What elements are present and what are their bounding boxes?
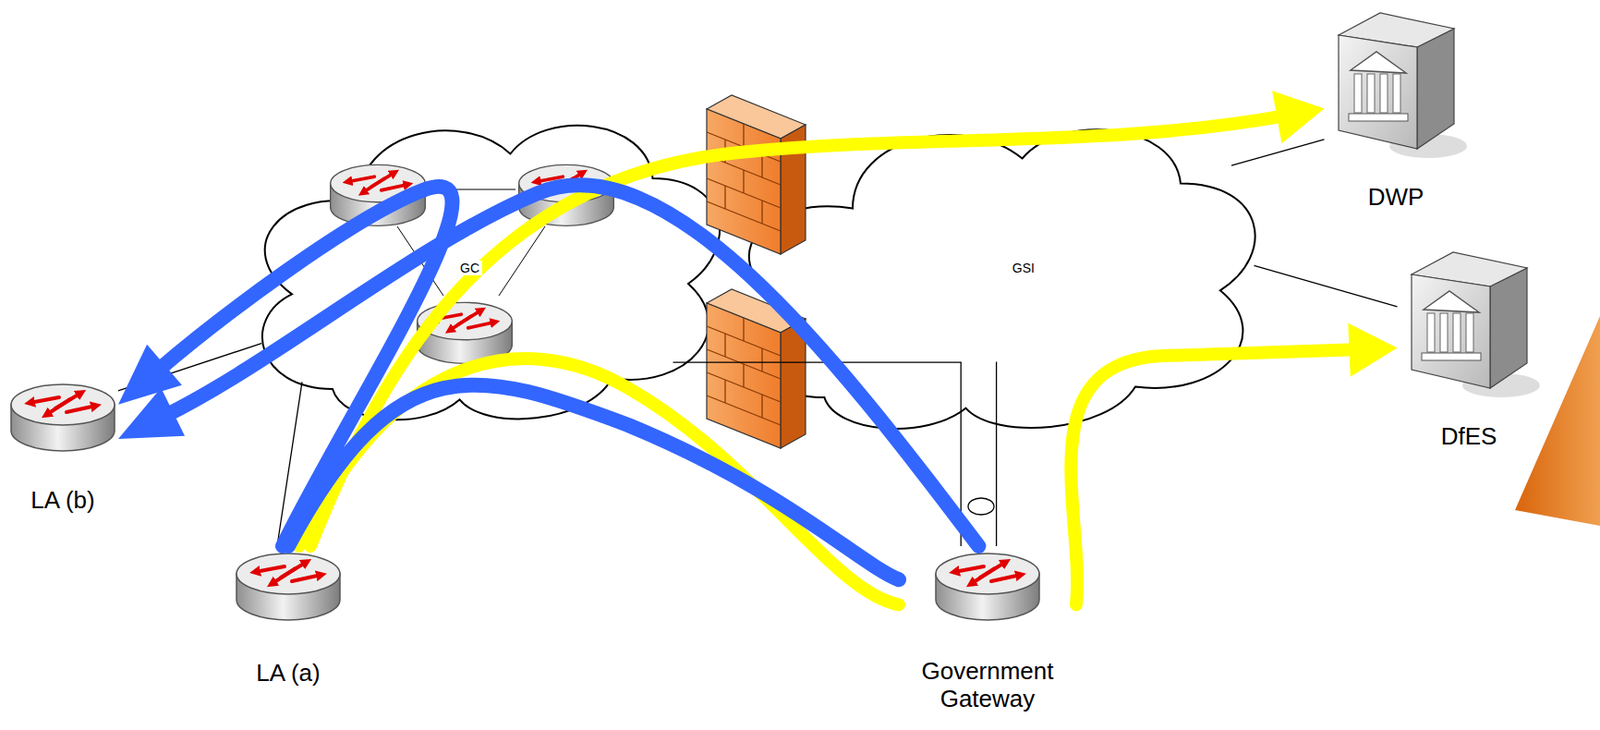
router-icon — [932, 545, 1043, 625]
arrow-head — [118, 387, 185, 439]
router-node: LA (b) — [7, 376, 119, 515]
connector-path — [288, 385, 899, 581]
flow-arrow — [288, 385, 899, 581]
router-icon — [232, 545, 344, 625]
connector-path — [995, 362, 997, 547]
corner-shape — [1515, 315, 1600, 526]
link-line — [995, 362, 997, 547]
node-label: Government Gateway — [901, 657, 1074, 714]
node-label: LA (b) — [27, 486, 97, 515]
flow-arrow — [1070, 323, 1397, 606]
server-icon — [1324, 5, 1468, 163]
firewall — [706, 95, 806, 255]
node-label: DWP — [1365, 183, 1428, 212]
arrow-head — [1272, 90, 1324, 144]
arrow-head — [1347, 323, 1397, 377]
server-node: DfES — [1397, 244, 1541, 451]
cloud-outline — [711, 94, 1277, 451]
network-cloud: GSI — [711, 94, 1277, 451]
router-icon — [7, 376, 119, 456]
server-icon — [1397, 244, 1541, 402]
network-cloud: GC — [230, 90, 740, 442]
link-line — [1254, 265, 1398, 307]
network-label: GSI — [1009, 260, 1038, 276]
connector-path — [1254, 265, 1398, 307]
router-node: Government Gateway — [898, 545, 1077, 714]
link-connector — [968, 497, 994, 515]
network-label: GC — [457, 260, 483, 276]
node-label: LA (a) — [253, 659, 323, 688]
arrow-head — [118, 344, 182, 405]
link-line — [1231, 139, 1325, 166]
cloud-outline — [230, 90, 740, 442]
connector-path — [1231, 139, 1325, 166]
node-label: DfES — [1438, 423, 1501, 451]
server-node: DWP — [1324, 5, 1468, 212]
router-node: LA (a) — [232, 545, 344, 688]
